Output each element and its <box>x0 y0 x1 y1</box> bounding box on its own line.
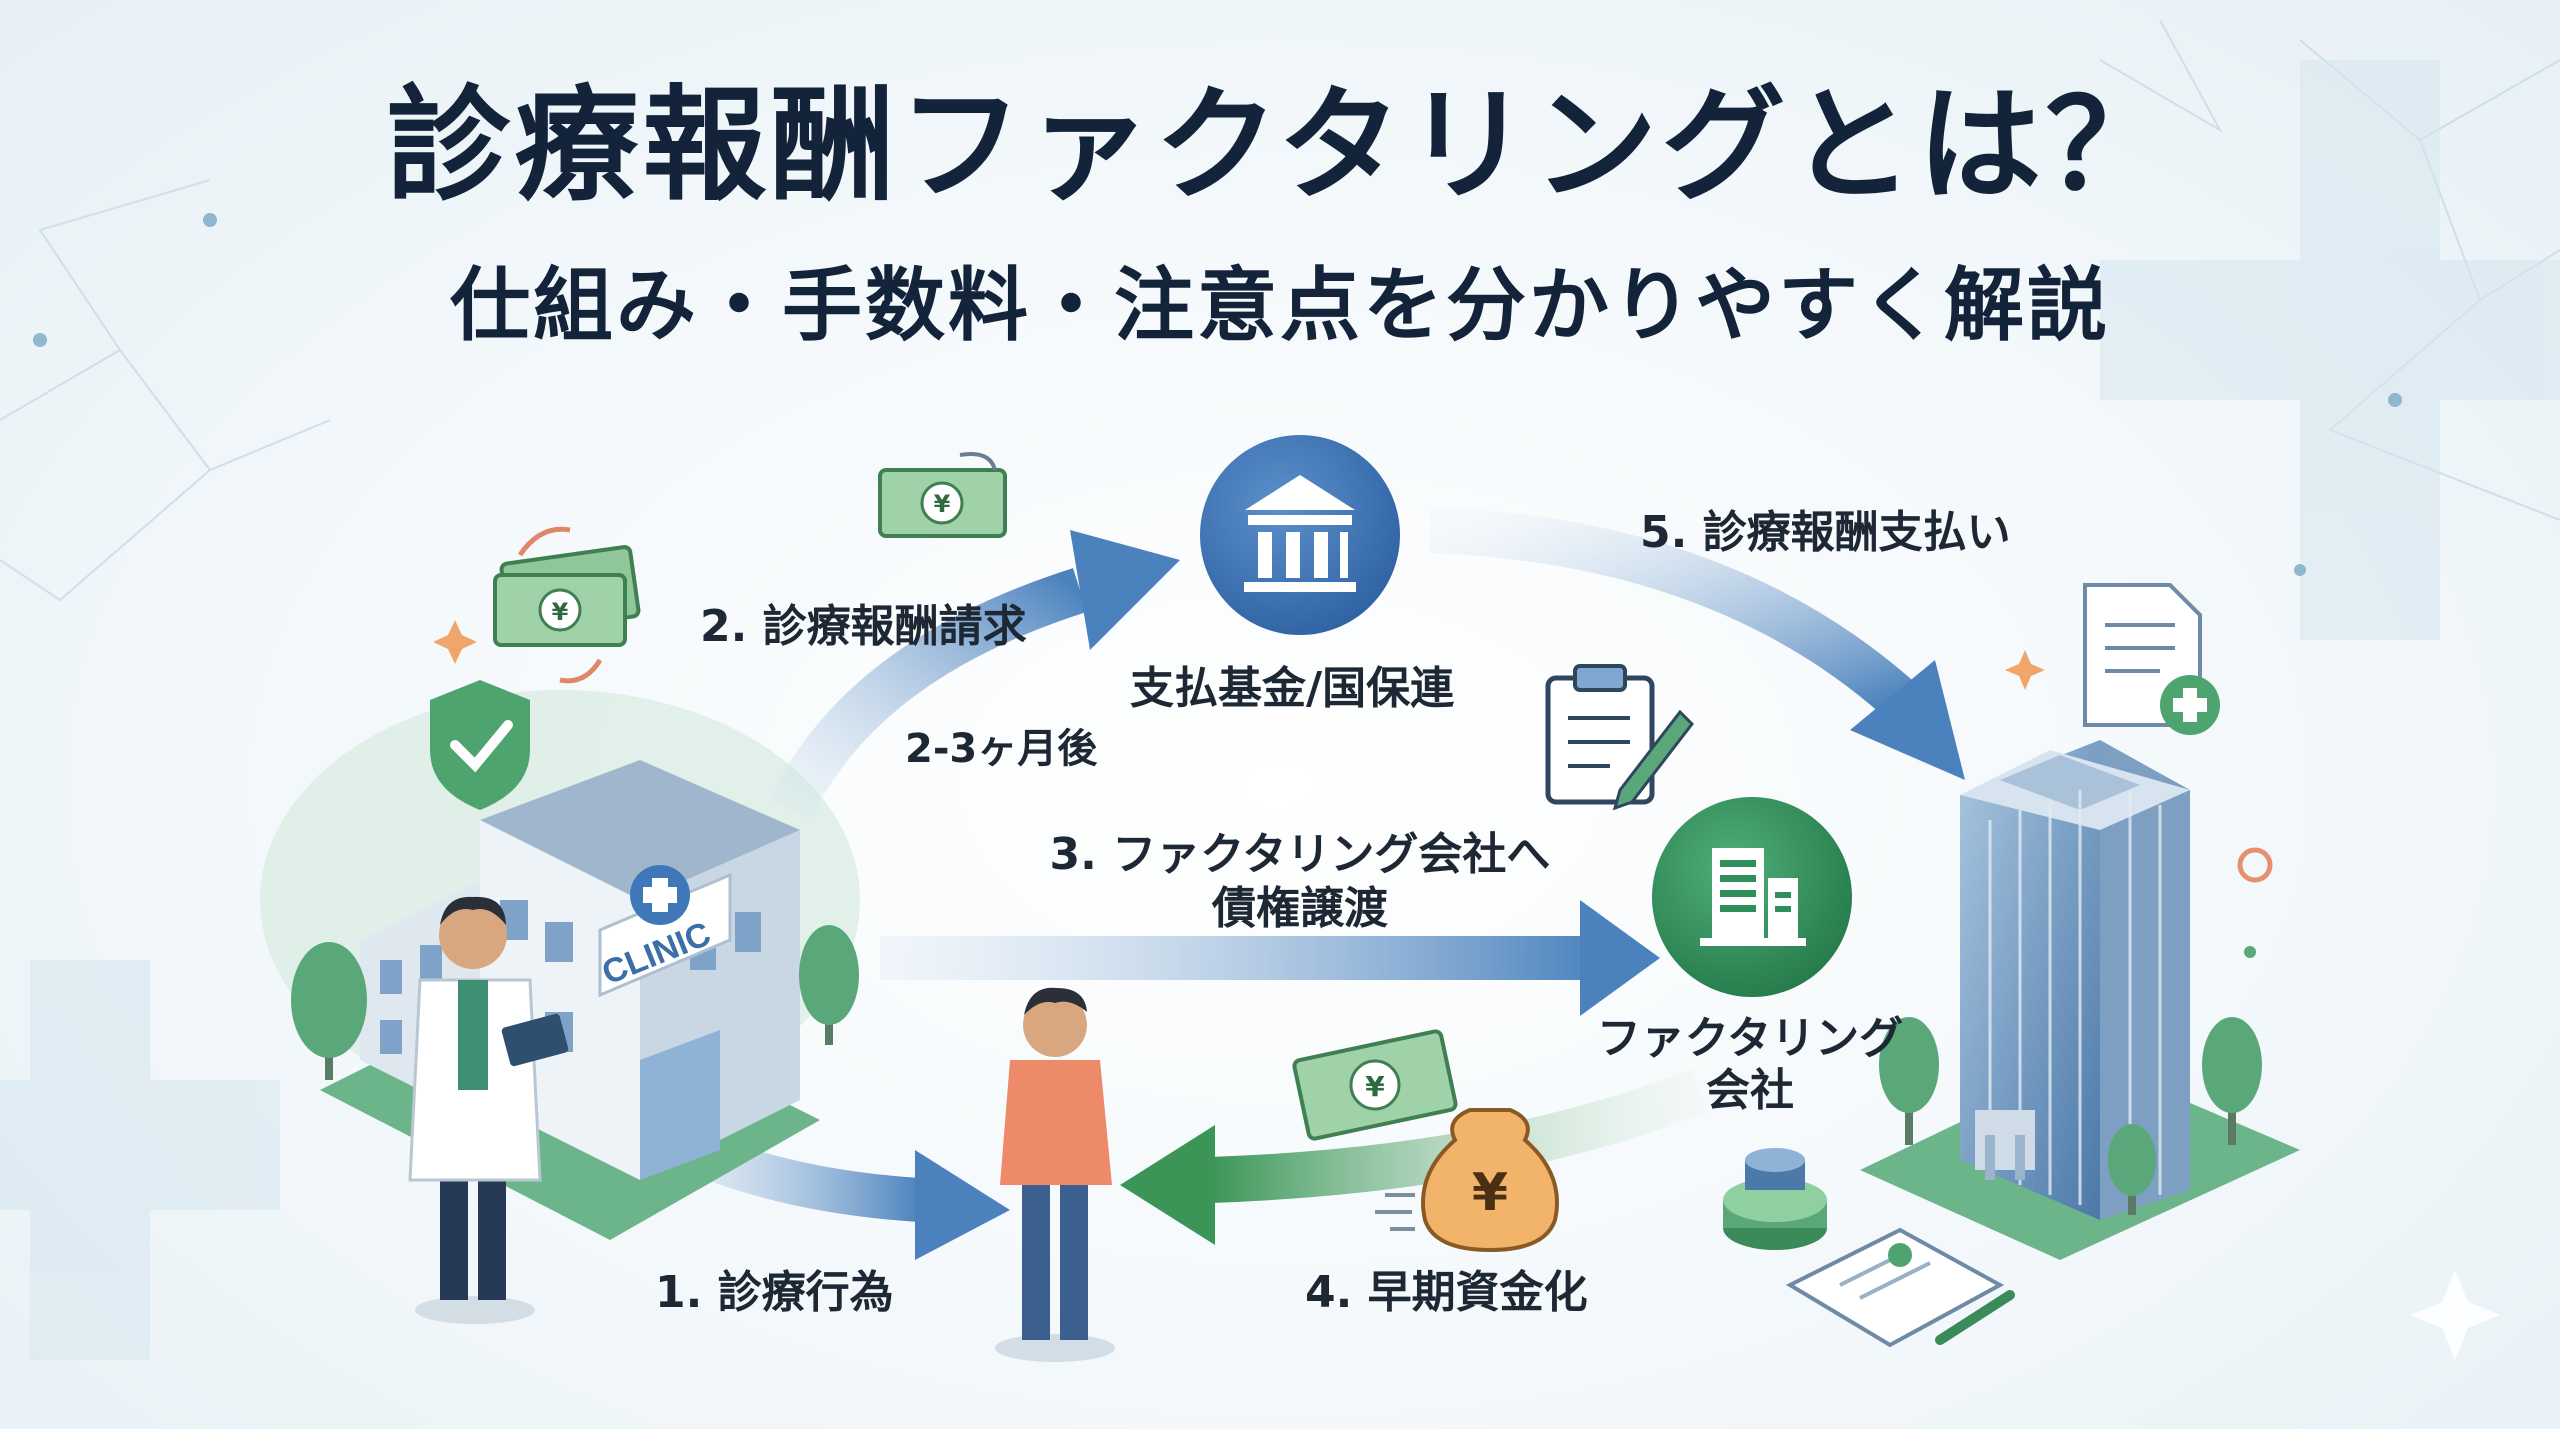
medical-document-icon <box>2083 583 2220 735</box>
doctor-figure <box>408 896 569 1324</box>
contract-paper-icon <box>1785 1227 2015 1348</box>
refresh-arrow-icon-2 <box>559 658 603 684</box>
sparkle-right-icon <box>2005 650 2045 690</box>
clipboard-icon <box>1545 664 1694 811</box>
coin-stack-icon <box>1723 1148 1827 1250</box>
arrow-assignment <box>880 900 1660 1016</box>
shield-check-icon <box>430 680 530 810</box>
hospital-tower <box>1860 740 2300 1260</box>
step-3-label-line1: 3. ファクタリング会社へ <box>1049 829 1551 880</box>
banknote-top-icon: ¥ <box>878 452 1007 538</box>
factoring-label-line1: ファクタリング <box>1596 1013 1904 1064</box>
banknote-green-icon: ¥ <box>1292 1029 1458 1141</box>
page-subtitle: 仕組み・手数料・注意点を分かりやすく解説 <box>450 259 2110 352</box>
ring-decoration <box>2237 847 2273 883</box>
money-bag-icon: ¥ <box>1375 1108 1559 1253</box>
background-plus-shapes <box>0 60 2560 1360</box>
yen-symbol-top: ¥ <box>934 490 951 518</box>
refresh-arrow-icon <box>517 526 571 557</box>
step-1-label: 1. 診療行為 <box>655 1267 894 1318</box>
banknote-icon: ¥ <box>493 545 641 647</box>
sparkle-corner-icon <box>2410 1270 2500 1360</box>
yen-symbol: ¥ <box>552 598 569 626</box>
dot-decoration <box>2244 946 2256 958</box>
step-5-label: 5. 診療報酬支払い <box>1640 507 2011 558</box>
page-title: 診療報酬ファクタリングとは？ <box>386 74 2174 218</box>
bank-icon <box>1200 435 1400 635</box>
fund-label: 支払基金/国保連 <box>1130 663 1455 714</box>
yen-symbol-green: ¥ <box>1365 1070 1385 1103</box>
background-dots <box>33 213 2402 576</box>
yen-symbol-bag: ¥ <box>1472 1163 1508 1223</box>
step-4-label: 4. 早期資金化 <box>1305 1267 1588 1318</box>
factoring-company-icon <box>1652 797 1852 997</box>
step-2-note: 2-3ヶ月後 <box>905 726 1098 772</box>
step-2-label: 2. 診療報酬請求 <box>700 601 1027 652</box>
sparkle-icon <box>433 620 477 664</box>
patient-figure <box>995 987 1115 1362</box>
arrow-claim <box>769 530 1180 820</box>
factoring-label-line2: 会社 <box>1706 1065 1794 1116</box>
step-3-label-line2: 債権譲渡 <box>1212 883 1388 934</box>
arrow-payment <box>1429 507 1965 780</box>
